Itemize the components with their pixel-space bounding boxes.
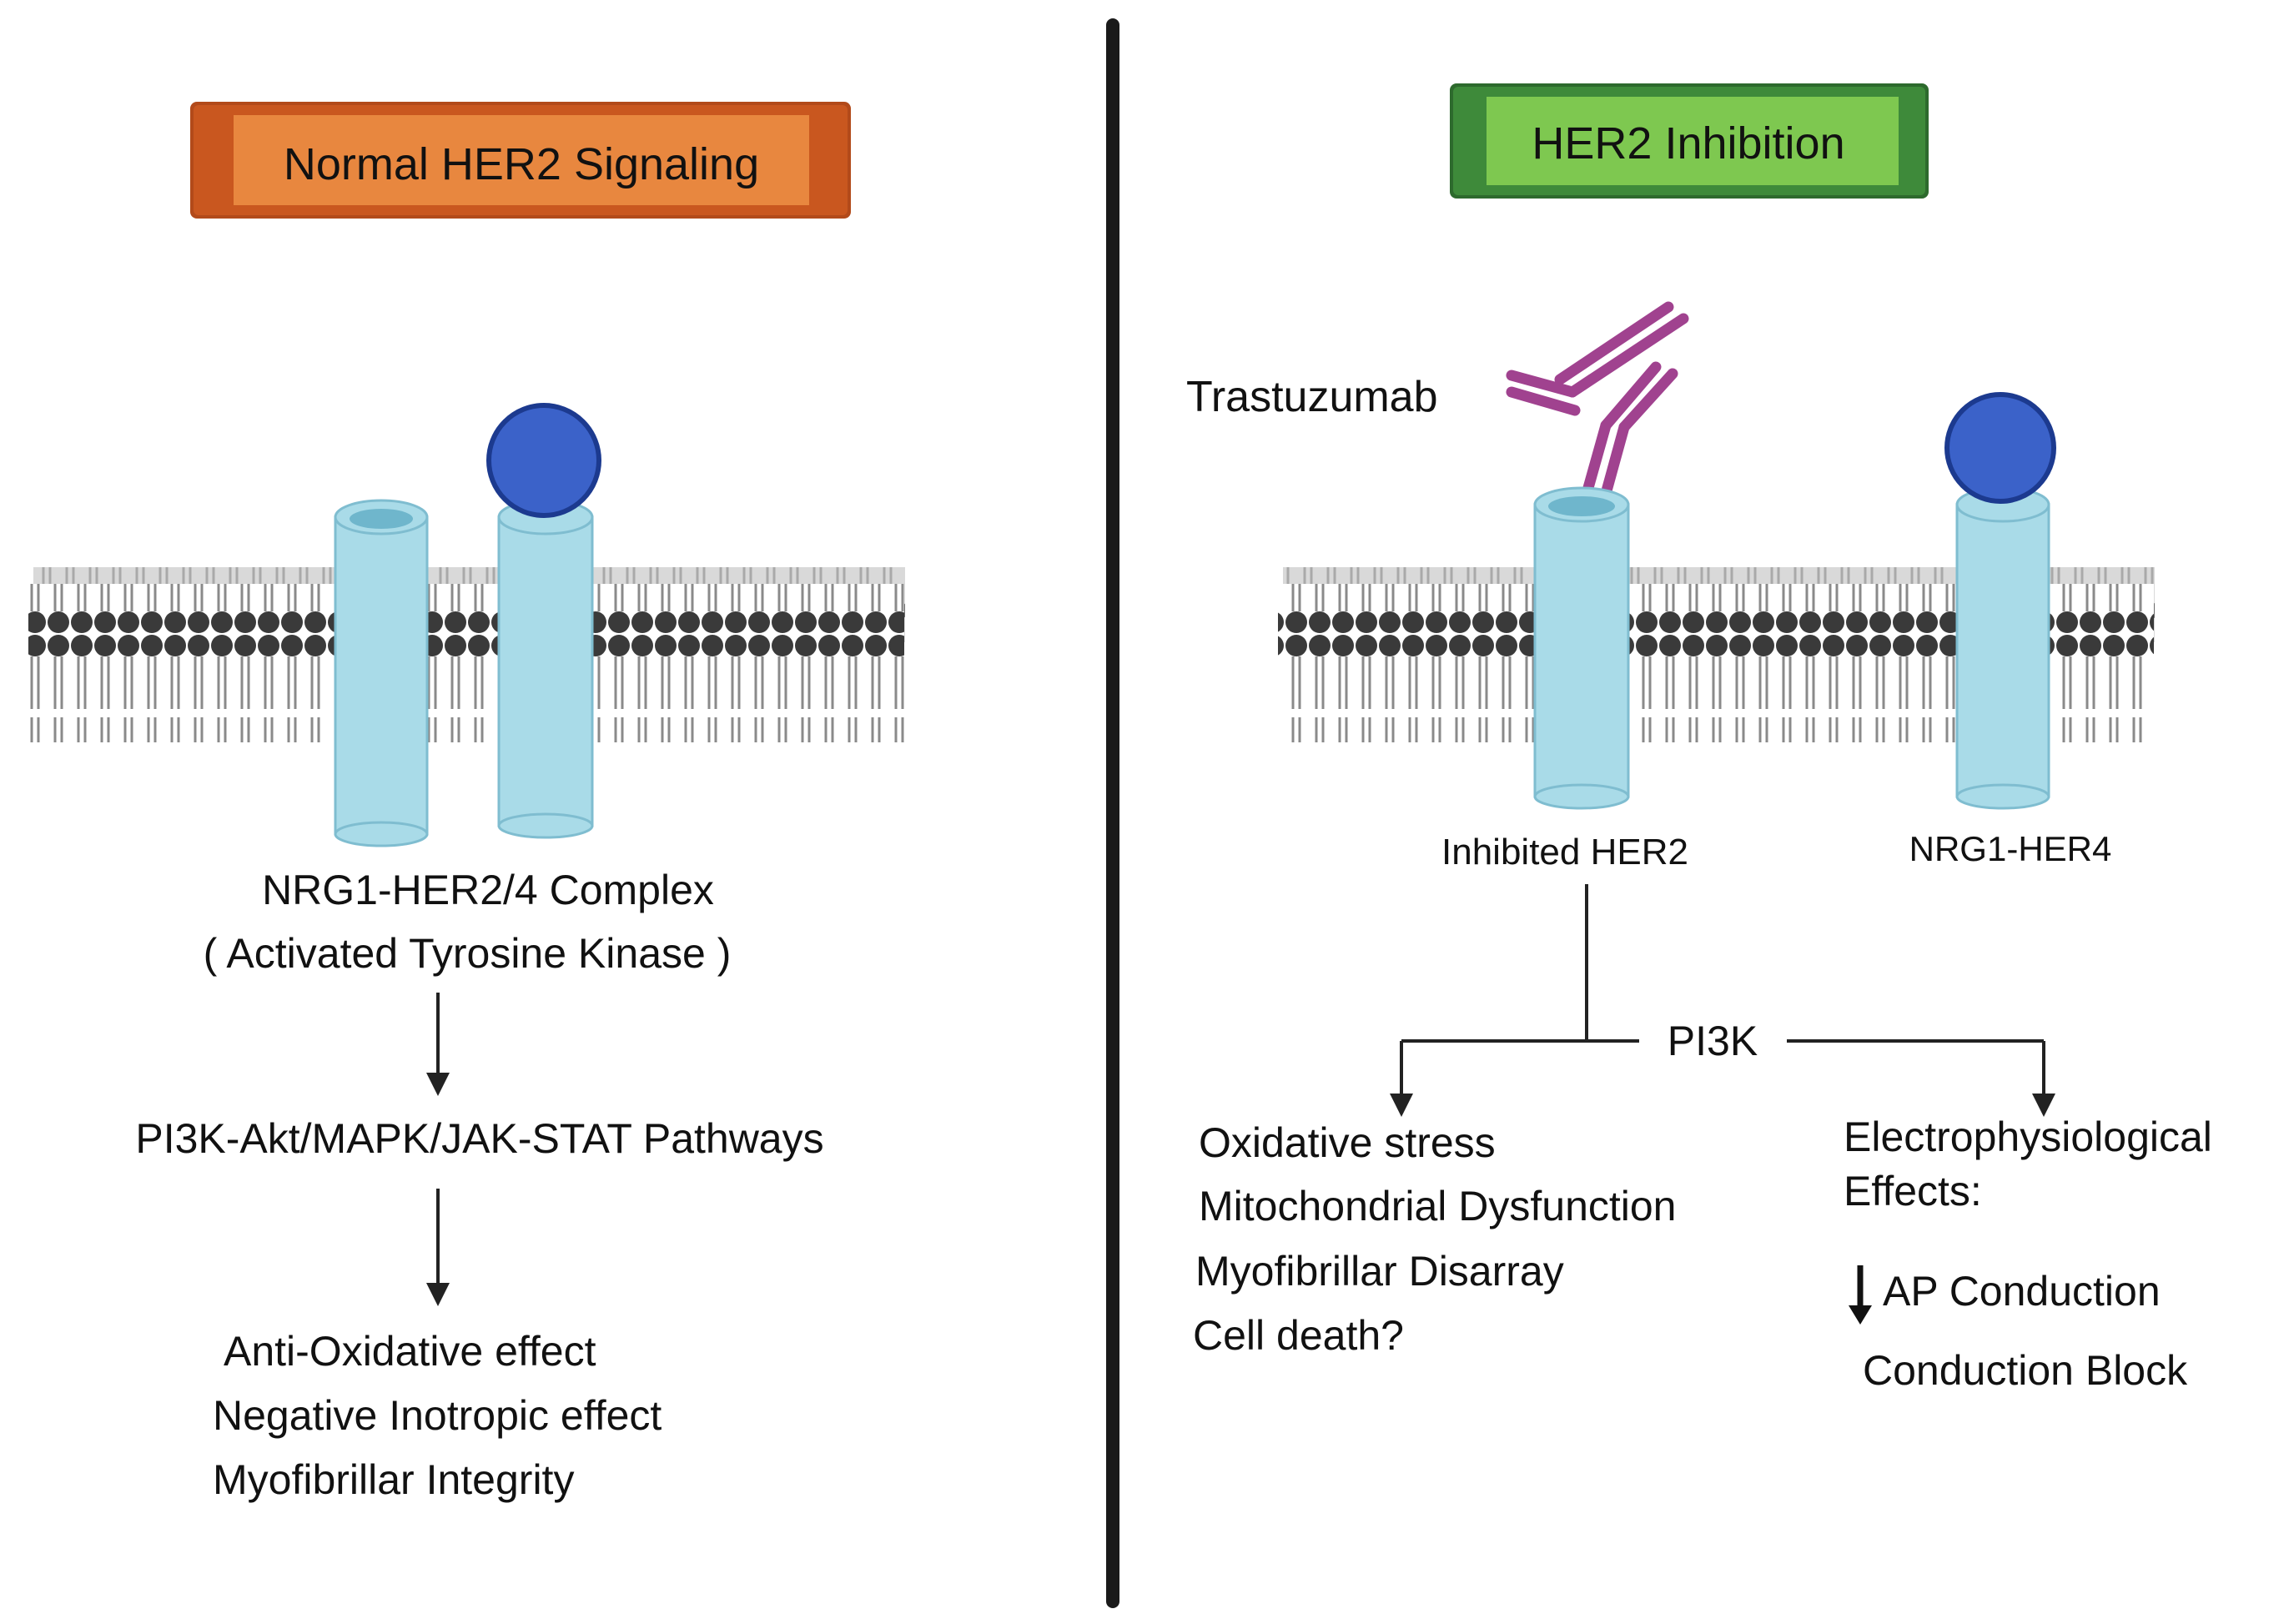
left-panel: Normal HER2 Signaling NRG1-HER2/4 Comple… — [28, 102, 905, 1503]
right-title-banner: HER2 Inhibition — [1450, 83, 1929, 199]
left-title-banner: Normal HER2 Signaling — [190, 102, 851, 219]
left-membrane — [28, 567, 905, 742]
her4-receptor-left — [497, 499, 594, 839]
right-effect-1: Oxidative stress — [1199, 1119, 1496, 1166]
right-effect-2: Mitochondrial Dysfunction — [1199, 1183, 1677, 1229]
electro-title-line-2: Effects: — [1844, 1168, 1982, 1214]
pi3k-label: PI3K — [1668, 1018, 1758, 1064]
her2-receptor-left — [334, 499, 429, 847]
electro-title-line-1: Electrophysiological — [1844, 1114, 2212, 1160]
right-title: HER2 Inhibition — [1532, 118, 1844, 168]
inhibited-her2-label: Inhibited HER2 — [1441, 832, 1688, 872]
left-effect-2: Negative Inotropic effect — [213, 1392, 662, 1439]
her4-label: NRG1-HER4 — [1909, 829, 2112, 868]
electro-effect-2: Conduction Block — [1863, 1347, 2188, 1394]
inhibited-her2-receptor — [1533, 486, 1630, 810]
right-effect-4: Cell death? — [1193, 1312, 1404, 1359]
nrg1-ligand-right — [1944, 392, 2056, 504]
complex-label: NRG1-HER2/4 Complex — [262, 867, 714, 913]
trastuzumab-antibody — [1506, 301, 1689, 500]
electro-effect-1: AP Conduction — [1883, 1268, 2161, 1315]
left-effect-3: Myofibrillar Integrity — [213, 1456, 574, 1503]
trastuzumab-label: Trastuzumab — [1186, 373, 1438, 421]
left-title: Normal HER2 Signaling — [284, 139, 759, 189]
left-effect-1: Anti-Oxidative effect — [224, 1328, 596, 1375]
her4-receptor-right — [1955, 486, 2050, 810]
right-panel: HER2 Inhibition Trastuzumab — [1186, 83, 2212, 1394]
complex-sublabel: ( Activated Tyrosine Kinase ) — [204, 930, 732, 977]
nrg1-ligand-left — [486, 403, 601, 518]
right-effect-3: Myofibrillar Disarray — [1195, 1248, 1564, 1295]
pi3k-connectors — [1390, 884, 2055, 1117]
decrease-arrow-icon — [1849, 1265, 1872, 1325]
pathways-label: PI3K-Akt/MAPK/JAK-STAT Pathways — [135, 1115, 823, 1162]
